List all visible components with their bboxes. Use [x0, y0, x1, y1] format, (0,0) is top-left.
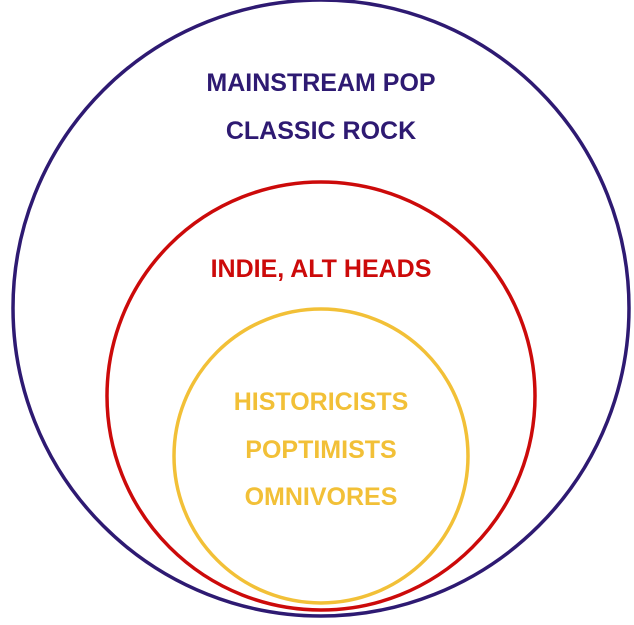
label-poptimists: POPTIMISTS — [245, 436, 397, 464]
label-mainstream-pop: MAINSTREAM POP — [206, 69, 436, 97]
inner-circle — [172, 307, 470, 605]
label-historicists: HISTORICISTS — [233, 388, 409, 416]
outer-circle — [11, 0, 631, 618]
label-omnivores: OMNIVORES — [244, 483, 398, 511]
label-classic-rock: CLASSIC ROCK — [225, 117, 417, 145]
middle-circle — [105, 180, 537, 612]
label-indie-alt-heads: INDIE, ALT HEADS — [210, 255, 432, 283]
